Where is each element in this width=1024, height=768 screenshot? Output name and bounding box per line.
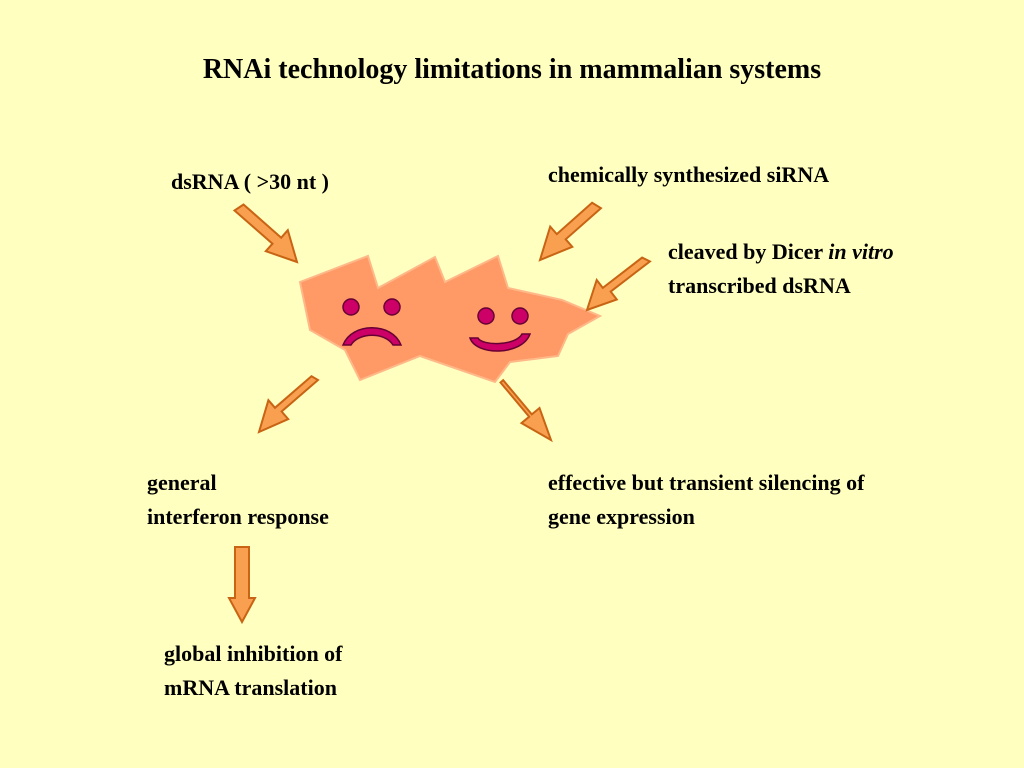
interferon-label-line1: general [147,470,217,495]
sirna-label: chemically synthesized siRNA [548,162,830,187]
arrow-dicer-to-cell [585,256,652,312]
cell-starburst [298,254,603,384]
arrow-sirna-to-cell [538,201,603,262]
inhibition-label-line2: mRNA translation [164,675,337,700]
arrow-cell-to-silencing [499,378,553,443]
dicer-label-line2: transcribed dsRNA [668,273,851,298]
inhibition-label-line1: global inhibition of [164,641,343,666]
interferon-label-line2: interferon response [147,504,329,529]
in-vitro-italic: in vitro [828,239,894,264]
arrow-dsrna-to-cell [232,203,299,264]
arrow-interferon-to-inhibition [227,546,257,625]
silencing-label-line2: gene expression [548,504,695,529]
dicer-label-text: cleaved by Dicer [668,239,829,264]
silencing-label-line1: effective but transient silencing of [548,470,865,495]
slide-title: RNAi technology limitations in mammalian… [202,54,822,85]
dsrna-label: dsRNA ( >30 nt ) [171,169,329,194]
arrow-cell-to-interferon [257,374,320,434]
happy-face-icon [468,307,532,352]
dicer-label-line1: cleaved by Dicer in vitro [668,235,894,269]
sad-face-icon [341,298,403,346]
